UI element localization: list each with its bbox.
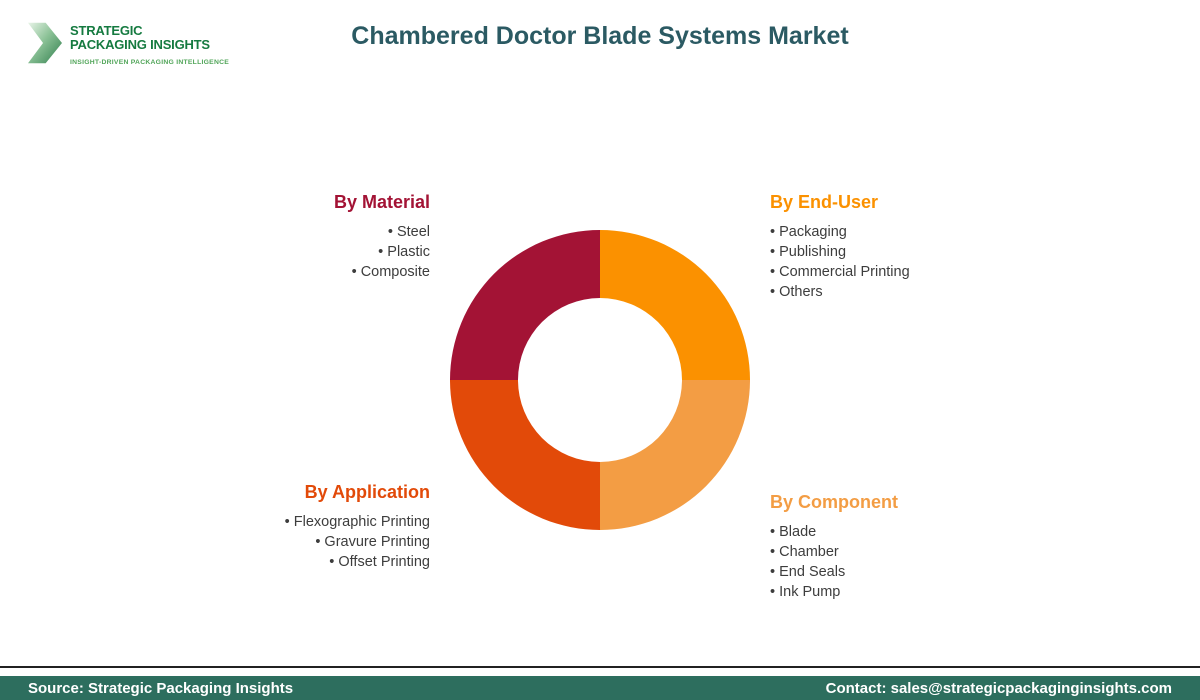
segment-item: Offset Printing (150, 552, 430, 572)
segment-item: End Seals (770, 562, 1050, 582)
segment-by-material: By Material Steel Plastic Composite (150, 190, 430, 282)
logo-name-line2: PACKAGING INSIGHTS (70, 37, 210, 52)
segment-item: Blade (770, 522, 1050, 542)
logo-text: STRATEGIC PACKAGING INSIGHTS INSIGHT-DRI… (70, 12, 230, 67)
footer-source: Source: Strategic Packaging Insights (28, 679, 294, 697)
segment-item: Flexographic Printing (150, 512, 430, 532)
segment-item: Composite (150, 262, 430, 282)
segment-item: Packaging (770, 222, 1050, 242)
segment-heading-by-application: By Application (304, 482, 430, 502)
footer-divider (0, 666, 1200, 668)
segment-item: Ink Pump (770, 582, 1050, 602)
footer-bar: Source: Strategic Packaging Insights Con… (0, 676, 1200, 700)
logo: STRATEGIC PACKAGING INSIGHTS INSIGHT-DRI… (28, 12, 229, 74)
segment-item: Chamber (770, 542, 1050, 562)
donut-segment-by-material (450, 230, 600, 380)
donut-chart (450, 230, 750, 530)
segment-by-end-user: By End-User Packaging Publishing Commerc… (770, 190, 1050, 302)
footer-contact: Contact: sales@strategicpackaginginsight… (825, 679, 1172, 697)
logo-tagline: INSIGHT-DRIVEN PACKAGING INTELLIGENCE (70, 59, 230, 66)
donut-segment-by-application (450, 380, 600, 530)
donut-segment-by-component (600, 380, 750, 530)
segment-by-component: By Component Blade Chamber End Seals Ink… (770, 490, 1050, 602)
logo-chevron-icon (28, 22, 62, 64)
logo-name-line1: STRATEGIC (70, 23, 143, 38)
segment-heading-by-material: By Material (333, 192, 430, 212)
donut-segment-by-end-user (600, 230, 750, 380)
segment-item: Others (770, 282, 1050, 302)
segment-item: Publishing (770, 242, 1050, 262)
segment-item: Commercial Printing (770, 262, 1050, 282)
segment-heading-by-end-user: By End-User (770, 192, 879, 212)
segment-item: Steel (150, 222, 430, 242)
page-title: Chambered Doctor Blade Systems Market (351, 22, 849, 50)
segment-item: Gravure Printing (150, 532, 430, 552)
segment-item: Plastic (150, 242, 430, 262)
segment-by-application: By Application Flexographic Printing Gra… (150, 480, 430, 572)
segment-heading-by-component: By Component (770, 492, 898, 512)
